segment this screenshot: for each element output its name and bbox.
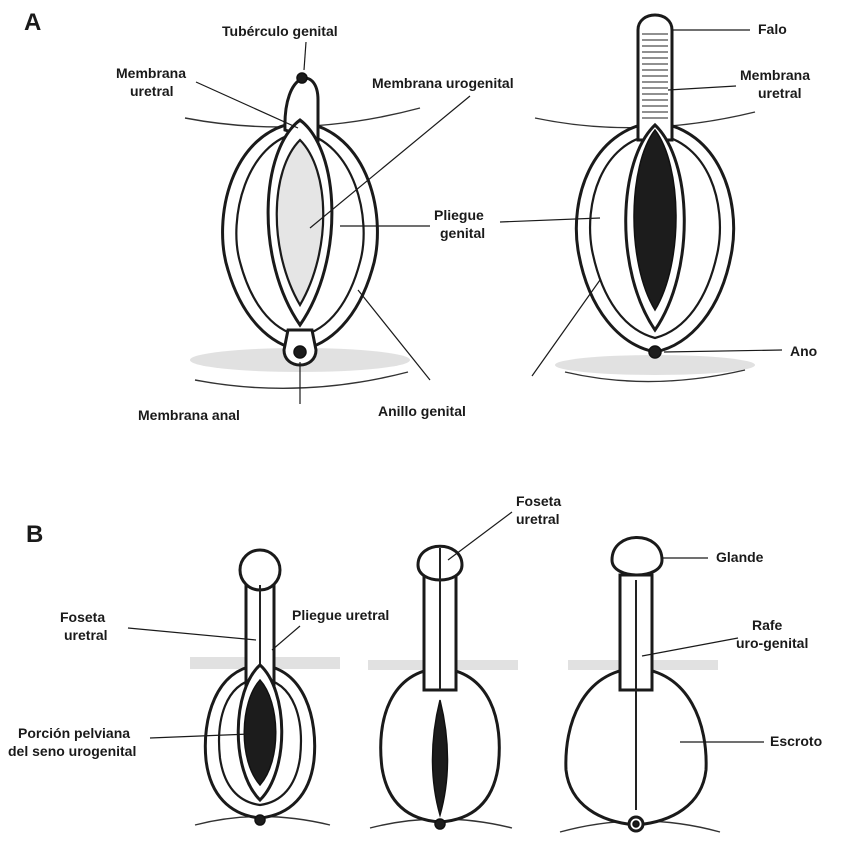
label-foseta-uretral-2: uretral [64, 627, 108, 643]
label-foseta-uretral-top-2: uretral [516, 511, 560, 527]
label-falo: Falo [758, 21, 787, 37]
label-escroto: Escroto [770, 733, 822, 749]
label-membrana-uretral-right-1: Membrana [740, 67, 810, 83]
anus [649, 346, 661, 358]
phallus-stage-drawing [535, 15, 755, 382]
indifferent-stage-drawing [185, 73, 420, 388]
male-stage-3-drawing [560, 538, 720, 833]
label-foseta-uretral-top-1: Foseta [516, 493, 561, 509]
label-ano: Ano [790, 343, 817, 359]
panel-a-label: A [24, 9, 41, 36]
label-tuberculo-genital: Tubérculo genital [222, 23, 338, 39]
male-stage-1-drawing [190, 550, 340, 825]
glans-1 [240, 550, 280, 590]
label-rafe-2: uro-genital [736, 635, 808, 651]
label-membrana-uretral-2: uretral [130, 83, 174, 99]
label-membrana-urogenital: Membrana urogenital [372, 75, 514, 91]
label-porcion-pelviana-1: Porción pelviana [18, 725, 130, 741]
glans-penis [612, 538, 662, 576]
label-glande: Glande [716, 549, 764, 565]
label-pliegue-genital-1: Pliegue [434, 207, 484, 223]
label-pliegue-uretral: Pliegue uretral [292, 607, 389, 623]
tubercle-tip [297, 73, 307, 83]
label-foseta-uretral-1: Foseta [60, 609, 105, 625]
body-wall-curve-bottom [195, 372, 408, 388]
label-membrana-uretral-1: Membrana [116, 65, 186, 81]
male-stage-2-drawing [368, 546, 518, 829]
anal-membrane [294, 346, 306, 358]
label-membrana-anal: Membrana anal [138, 407, 240, 423]
label-pliegue-genital-2: genital [440, 225, 485, 241]
panel-b-label: B [26, 521, 43, 548]
label-porcion-pelviana-2: del seno urogenital [8, 743, 136, 759]
label-membrana-uretral-right-2: uretral [758, 85, 802, 101]
label-anillo-genital: Anillo genital [378, 403, 466, 419]
label-rafe-1: Rafe [752, 617, 783, 633]
